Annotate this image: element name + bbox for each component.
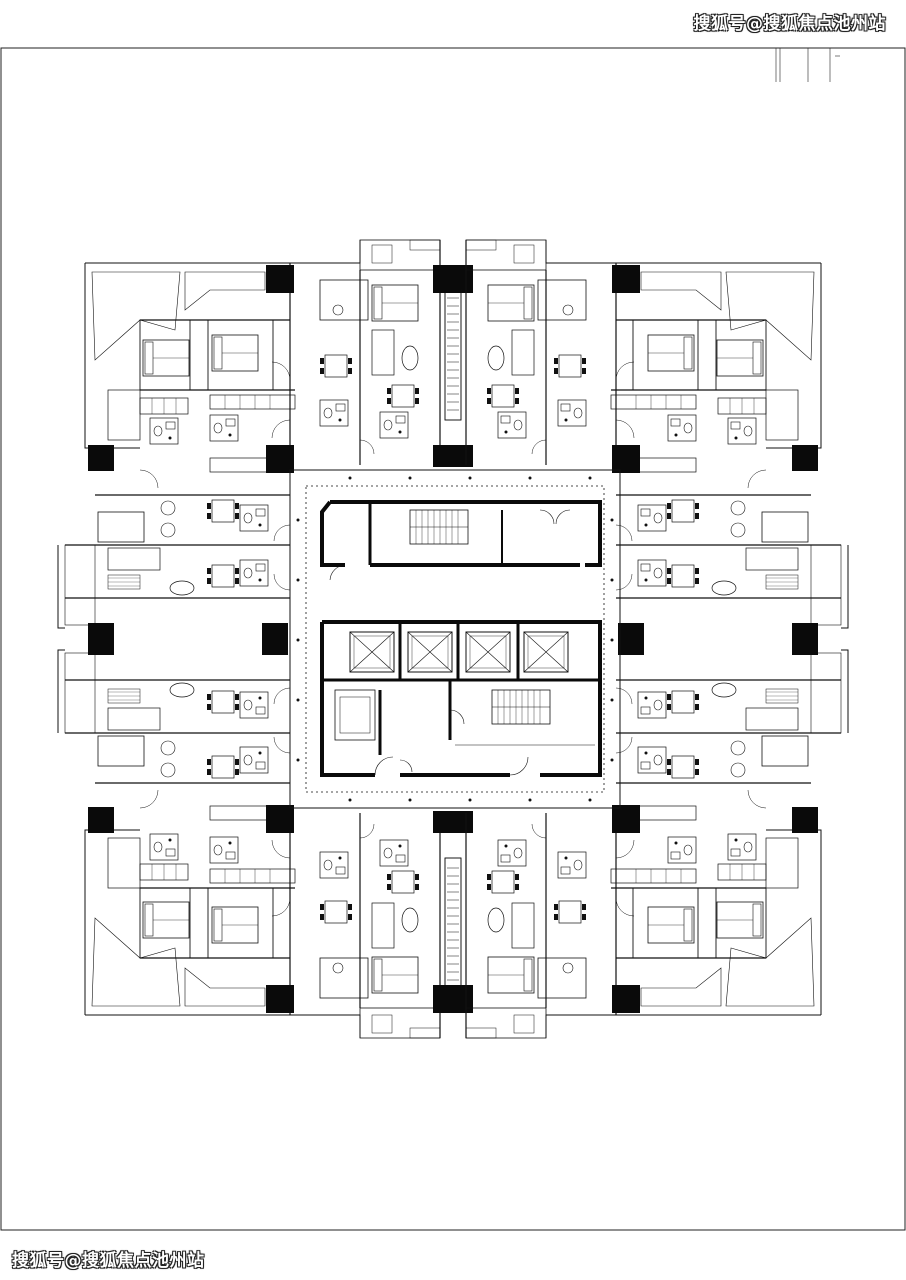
corridor-inner: [305, 485, 605, 793]
quadrant-top-right: [433, 240, 848, 653]
quadrant-top-left: [58, 240, 473, 653]
core-lift-block: [320, 620, 602, 777]
corridor-markers: [296, 476, 614, 802]
core-upper-block: [320, 500, 602, 581]
title-block-marks: [775, 48, 840, 82]
watermark-bottom: 搜狐号@搜狐焦点池州站: [12, 1251, 205, 1271]
quadrant-bottom-right: [433, 625, 848, 1038]
quadrant-bottom-left: [58, 625, 473, 1038]
sheet-border: [0, 47, 906, 1231]
corridor-outer: [289, 469, 621, 809]
watermark-top: 搜狐号@搜狐焦点池州站: [693, 14, 886, 34]
